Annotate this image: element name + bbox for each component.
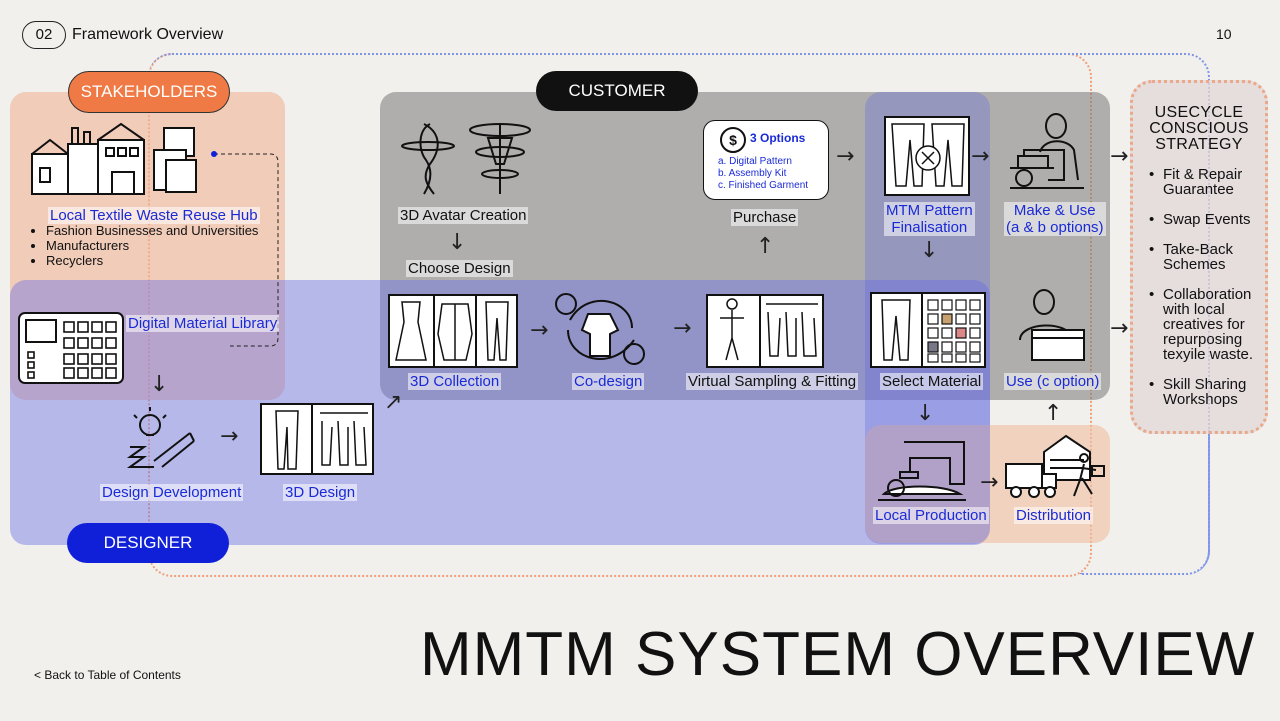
choose-design-label: Choose Design: [406, 260, 513, 277]
section-title: Framework Overview: [72, 26, 224, 43]
usecycle-item: Fit & Repair Guarantee: [1149, 167, 1259, 197]
usecycle-item: Swap Events: [1149, 212, 1259, 227]
page-number: 10: [1216, 26, 1232, 42]
main-title: MMTM SYSTEM OVERVIEW: [420, 620, 1256, 689]
make-use-label: Make & Use(a & b options): [1004, 202, 1106, 236]
garment-pattern-icon: [260, 403, 374, 475]
purchase-option-item: c. Finished Garment: [718, 180, 809, 191]
dollar-coin-icon: $: [720, 127, 746, 153]
hub-item: Recyclers: [46, 253, 258, 268]
arrow-right-icon: →: [1110, 316, 1129, 341]
select-material-label: Select Material: [880, 373, 984, 390]
distribution-label: Distribution: [1014, 507, 1094, 524]
person-box-icon: [1019, 289, 1085, 361]
customer-pill: CUSTOMER: [536, 71, 698, 111]
design-3d-label: 3D Design: [283, 484, 358, 501]
dotted-blue-frame-bottom: [1080, 430, 1210, 575]
hub-title: Local Textile Waste Reuse Hub: [48, 207, 260, 224]
pattern-scissors-icon: [884, 116, 970, 196]
purchase-options-title: 3 Options: [750, 131, 806, 145]
design-development-label: Design Development: [100, 484, 244, 501]
document-scroll-icon: [153, 127, 197, 193]
arrow-right-icon: →: [836, 144, 855, 169]
digital-material-library-label: Digital Material Library: [126, 315, 280, 332]
purchase-option-item: b. Assembly Kit: [718, 168, 787, 179]
purchase-options-card: $ 3 Options a. Digital Pattern b. Assemb…: [703, 120, 829, 200]
collection-garments-icon: [388, 294, 518, 368]
arrow-down-icon: ↓: [920, 238, 939, 263]
co-design-icon: [555, 293, 645, 365]
arrow-down-icon: ↓: [150, 372, 169, 397]
arrow-right-icon: →: [980, 470, 999, 495]
connector-dashed-line: [211, 151, 279, 347]
local-production-label: Local Production: [873, 507, 989, 524]
arrow-up-icon: ↑: [1044, 401, 1063, 426]
use-c-label: Use (c option): [1004, 373, 1102, 390]
virtual-fitting-icon: [706, 294, 824, 368]
lightbulb-pencil-icon: [126, 407, 195, 468]
arrow-right-icon: →: [530, 318, 549, 343]
shops-factory-icon: [31, 122, 145, 195]
stakeholders-pill: STAKEHOLDERS: [68, 71, 230, 113]
hub-item: Manufacturers: [46, 238, 258, 253]
usecycle-item: Take-Back Schemes: [1149, 242, 1259, 272]
arrow-down-icon: ↓: [916, 401, 935, 426]
virtual-sampling-label: Virtual Sampling & Fitting: [686, 373, 859, 390]
arrow-right-icon: →: [220, 424, 239, 449]
arrow-right-icon: →: [971, 144, 990, 169]
person-sewing-icon: [1010, 113, 1084, 189]
arrow-down-icon: ↓: [448, 230, 467, 255]
hub-item: Fashion Businesses and Universities: [46, 223, 258, 238]
purchase-label: Purchase: [731, 209, 799, 226]
avatar-figures-icon: [401, 123, 531, 195]
section-number-badge: 02: [22, 21, 66, 49]
material-library-icon: [18, 312, 124, 384]
sewing-machine-icon: [878, 441, 966, 501]
avatar-creation-label: 3D Avatar Creation: [398, 207, 529, 224]
designer-pill: DESIGNER: [67, 523, 229, 563]
arrow-right-icon: →: [673, 316, 692, 341]
purchase-option-item: a. Digital Pattern: [718, 156, 792, 167]
usecycle-item: Collaboration with local creatives for r…: [1149, 287, 1259, 362]
usecycle-list: Fit & Repair Guarantee Swap Events Take-…: [1149, 167, 1259, 407]
arrow-up-icon: ↑: [756, 234, 775, 259]
hub-list: Fashion Businesses and Universities Manu…: [30, 223, 258, 268]
collection-3d-label: 3D Collection: [408, 373, 502, 390]
delivery-truck-icon: [1005, 434, 1105, 498]
co-design-label: Co-design: [572, 373, 645, 390]
usecycle-item: Skill Sharing Workshops: [1149, 377, 1259, 407]
select-material-icon: [870, 292, 986, 368]
back-to-contents-link[interactable]: < Back to Table of Contents: [34, 668, 181, 682]
arrow-right-icon: →: [1110, 144, 1129, 169]
arrow-up-right-icon: ↗: [384, 390, 403, 415]
